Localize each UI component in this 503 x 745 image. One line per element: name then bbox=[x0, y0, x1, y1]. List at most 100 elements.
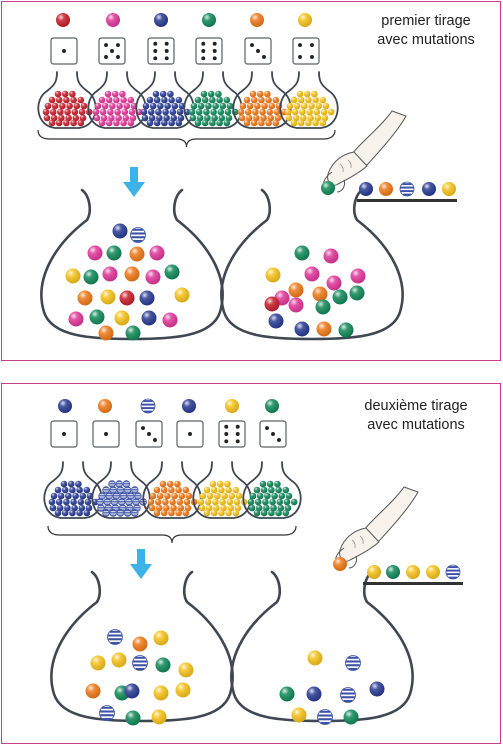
orange-mini-ball bbox=[249, 90, 257, 98]
pink-mini-ball bbox=[127, 96, 135, 104]
drawn-navy-ball bbox=[422, 182, 436, 196]
draw-orange-ball bbox=[250, 13, 264, 27]
striped-mini-ball bbox=[127, 492, 135, 500]
navy-mini-ball bbox=[177, 114, 185, 122]
green-mini-ball bbox=[204, 114, 211, 122]
striped-ball bbox=[340, 687, 356, 703]
navy-mini-ball bbox=[168, 119, 175, 127]
drawn-yellow-ball bbox=[426, 565, 440, 579]
navy-ball bbox=[139, 290, 155, 306]
pink-mini-ball bbox=[113, 119, 120, 127]
yellow-mini-ball bbox=[212, 498, 219, 506]
draw-green-ball bbox=[202, 13, 216, 27]
pink-mini-ball bbox=[107, 108, 114, 116]
orange-mini-ball bbox=[258, 119, 265, 127]
yellow-mini-ball bbox=[290, 96, 298, 104]
red-urn bbox=[37, 71, 97, 129]
orange-mini-ball bbox=[174, 480, 181, 488]
pink-mini-ball bbox=[122, 114, 130, 122]
yellow-mini-ball bbox=[235, 492, 243, 500]
red-mini-ball bbox=[54, 90, 62, 98]
striped-mini-ball bbox=[123, 509, 132, 517]
green-mini-ball bbox=[262, 498, 269, 506]
title-line-1: deuxième tirage bbox=[364, 398, 468, 414]
orange-mini-ball bbox=[261, 102, 268, 110]
pink-mini-ball bbox=[120, 119, 127, 127]
striped-mini-ball bbox=[131, 509, 139, 517]
orange-mini-ball bbox=[168, 486, 175, 494]
orange-mini-ball bbox=[171, 492, 178, 500]
striped-mini-ball bbox=[125, 498, 133, 506]
yellow-ball bbox=[114, 310, 130, 326]
red-mini-ball bbox=[78, 108, 86, 116]
yellow-ball bbox=[291, 707, 307, 723]
orange-mini-ball bbox=[148, 504, 156, 512]
green-mini-ball bbox=[189, 114, 197, 122]
navy-ball bbox=[268, 313, 284, 329]
yellow-urn bbox=[192, 461, 252, 519]
yellow-mini-ball bbox=[305, 119, 312, 127]
navy-mini-ball bbox=[77, 498, 85, 506]
striped-mini-ball bbox=[134, 492, 142, 500]
green-mini-ball bbox=[263, 504, 270, 512]
striped-mini-ball bbox=[102, 509, 110, 517]
striped-mini-ball bbox=[123, 486, 132, 494]
yellow-mini-ball bbox=[311, 90, 318, 98]
orange-mini-ball bbox=[185, 492, 193, 500]
green-ball bbox=[89, 309, 105, 325]
red-mini-ball bbox=[73, 102, 81, 110]
pink-ball bbox=[87, 245, 103, 261]
yellow-mini-ball bbox=[227, 504, 235, 512]
green-mini-ball bbox=[253, 486, 261, 494]
orange-mini-ball bbox=[163, 504, 170, 512]
yellow-mini-ball bbox=[206, 492, 214, 500]
pink-mini-ball bbox=[128, 108, 136, 116]
pink-mini-ball bbox=[111, 90, 119, 98]
yellow-urn bbox=[279, 71, 339, 129]
orange-mini-ball bbox=[170, 504, 177, 512]
orange-mini-ball bbox=[260, 114, 267, 122]
pink-ball bbox=[350, 268, 366, 284]
pink-ball bbox=[326, 275, 342, 291]
navy-mini-ball bbox=[167, 90, 174, 98]
first-draw-illustration bbox=[37, 13, 457, 341]
orange-mini-ball bbox=[177, 504, 185, 512]
yellow-mini-ball bbox=[308, 102, 315, 110]
draw-green-ball bbox=[265, 399, 279, 413]
navy-mini-ball bbox=[48, 498, 56, 506]
green-mini-ball bbox=[194, 96, 202, 104]
green-mini-ball bbox=[275, 486, 282, 494]
green-mini-ball bbox=[215, 90, 222, 98]
yellow-mini-ball bbox=[290, 119, 298, 127]
orange-ball bbox=[312, 286, 328, 302]
pink-mini-ball bbox=[101, 102, 109, 110]
hand-icon bbox=[335, 486, 419, 569]
red-mini-ball bbox=[66, 102, 73, 110]
navy-mini-ball bbox=[162, 108, 169, 116]
navy-mini-ball bbox=[155, 108, 162, 116]
green-mini-ball bbox=[290, 498, 298, 506]
yellow-mini-ball bbox=[299, 108, 306, 116]
red-mini-ball bbox=[72, 114, 80, 122]
orange-mini-ball bbox=[265, 96, 272, 104]
yellow-mini-ball bbox=[319, 119, 327, 127]
title-line-1: premier tirage bbox=[381, 13, 471, 29]
yellow-mini-ball bbox=[234, 504, 242, 512]
green-mini-ball bbox=[282, 486, 290, 494]
red-mini-ball bbox=[43, 114, 51, 122]
orange-ball bbox=[129, 246, 145, 262]
navy-mini-ball bbox=[153, 96, 161, 104]
green-mini-ball bbox=[284, 504, 292, 512]
orange-mini-ball bbox=[268, 102, 276, 110]
navy-mini-ball bbox=[149, 102, 157, 110]
green-mini-ball bbox=[277, 504, 285, 512]
yellow-mini-ball bbox=[320, 108, 328, 116]
navy-mini-ball bbox=[159, 90, 167, 98]
green-mini-ball bbox=[209, 96, 216, 104]
yellow-ball bbox=[178, 662, 194, 678]
striped-mini-ball bbox=[105, 492, 113, 500]
die-face-1 bbox=[50, 37, 78, 65]
big-jar-left bbox=[50, 570, 234, 726]
green-mini-ball bbox=[266, 480, 274, 488]
navy-mini-ball bbox=[64, 504, 71, 512]
